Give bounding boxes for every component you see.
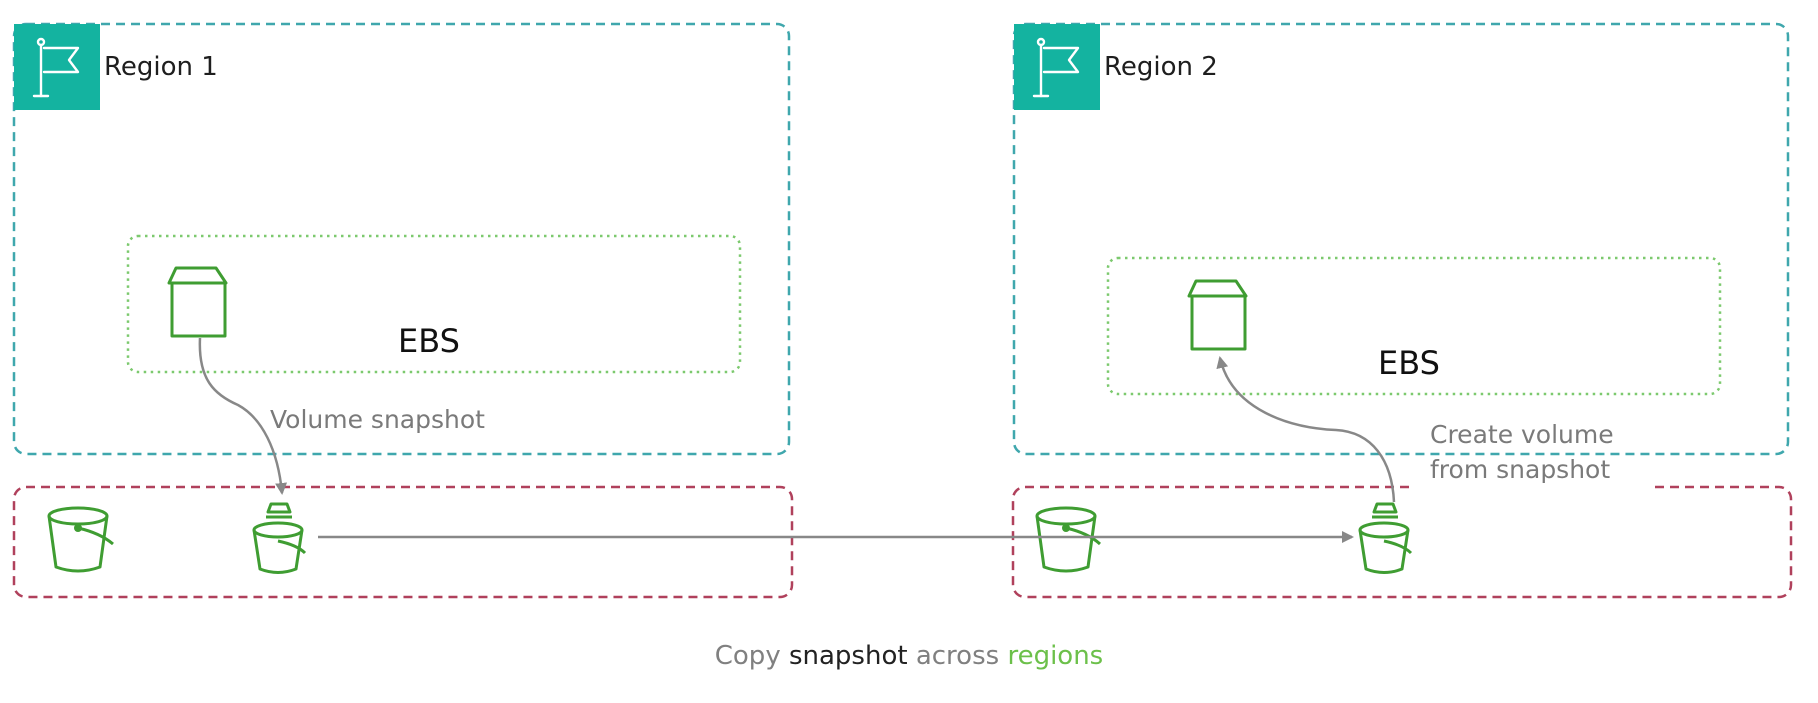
- ebs-volume-icon: [1187, 279, 1248, 351]
- storage-box-region-2: [1011, 485, 1793, 599]
- snapshot-arrow: [198, 337, 288, 495]
- caption-word-regions: regions: [1007, 641, 1103, 671]
- caption-word-copy: Copy: [715, 641, 781, 671]
- caption: Copy snapshot across regions: [715, 641, 1103, 671]
- s3-bucket-icon: [47, 506, 114, 573]
- create-volume-label-line2: from snapshot: [1430, 455, 1610, 484]
- region-1-label: Region 1: [104, 52, 218, 82]
- region-2-group: Region 2 EBS: [1012, 22, 1790, 456]
- caption-word-across: across: [916, 641, 999, 671]
- ebs-volume-icon: [167, 266, 228, 338]
- flag-icon: [1014, 24, 1100, 110]
- region-2-box: [1012, 22, 1790, 456]
- region-1-group: Region 1 EBS Volume snapshot: [12, 22, 791, 456]
- storage-box-region-1: [12, 485, 794, 599]
- flag-icon: [14, 24, 100, 110]
- snapshot-bucket-icon: [1358, 502, 1413, 574]
- ebs-label-region-1: EBS: [398, 322, 460, 360]
- ebs-box-region-1: [126, 234, 742, 374]
- snapshot-bucket-icon: [252, 502, 307, 574]
- caption-word-snapshot: snapshot: [789, 641, 908, 671]
- ebs-label-region-2: EBS: [1378, 344, 1440, 382]
- volume-snapshot-label: Volume snapshot: [270, 405, 485, 434]
- ebs-box-region-2: [1106, 256, 1722, 396]
- s3-bucket-icon: [1035, 506, 1102, 573]
- create-volume-arrow: [1216, 356, 1396, 503]
- region-2-label: Region 2: [1104, 52, 1218, 82]
- region-1-box: [12, 22, 791, 456]
- create-volume-label-line1: Create volume: [1430, 420, 1614, 449]
